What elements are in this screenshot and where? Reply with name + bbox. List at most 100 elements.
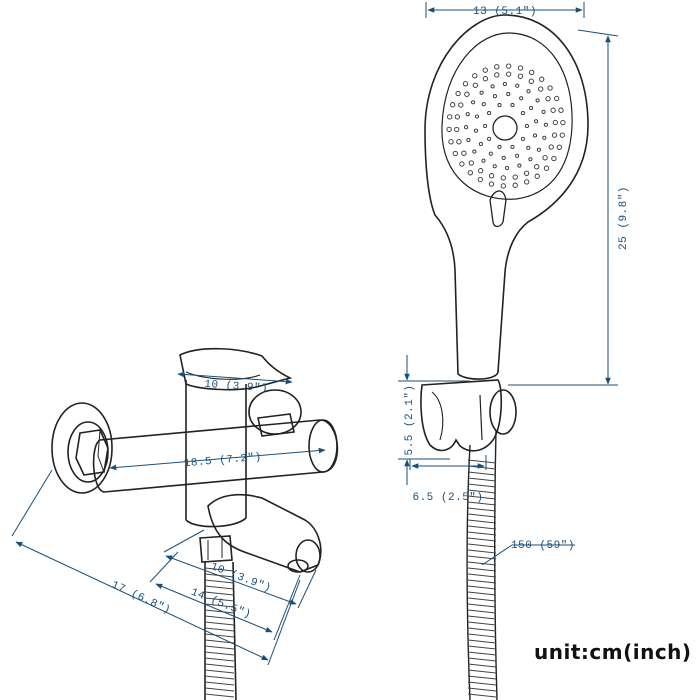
nozzle-dot (526, 89, 531, 94)
nozzle-dot (551, 155, 557, 162)
hose-length-label: 150 (59") (511, 540, 575, 552)
hose-rib (467, 501, 497, 506)
lever-length-label: 10 (3.9") (204, 379, 269, 395)
hose-rib (467, 615, 497, 620)
nozzle-dot (483, 123, 488, 129)
nozzle-dot (541, 109, 546, 114)
nozzle-dot (459, 161, 465, 167)
spout-length-label: 10 (3.9") (209, 561, 273, 595)
faucet-hose-rib (204, 585, 235, 590)
hose-rib (467, 681, 497, 686)
nozzle-dot (524, 179, 530, 185)
nozzle-dot (490, 84, 495, 89)
nozzle-dot (447, 114, 453, 120)
hose-rib (467, 525, 497, 530)
nozzle-dot (519, 96, 524, 101)
hose-rib (467, 687, 497, 692)
hose-rib (467, 477, 497, 482)
nozzle-dot (545, 96, 551, 102)
nozzle-dot (472, 82, 478, 88)
faucet-hose-rib (204, 657, 235, 662)
hose-rib (467, 483, 497, 488)
nozzle-dot (478, 168, 484, 174)
nozzle-dot (528, 157, 533, 162)
hose-rib (467, 597, 497, 602)
nozzle-dot (526, 145, 531, 150)
nozzle-dot (517, 65, 524, 71)
nozzle-dot (543, 122, 548, 127)
nozzle-dot (547, 85, 553, 91)
nozzle-dot (502, 81, 507, 87)
hose-rib (467, 459, 497, 464)
nozzle-dot (497, 103, 502, 108)
hose-rib (467, 693, 497, 698)
nozzle-dot (487, 111, 492, 116)
nozzle-dot (454, 126, 460, 133)
unit-label: unit:cm(inch) (534, 640, 692, 664)
hose-rib (467, 633, 497, 638)
nozzle-dot (529, 69, 535, 76)
holder-height-label: 5.5 (2.1") (404, 384, 416, 455)
nozzle-dot (548, 144, 554, 150)
nozzle-dot (506, 71, 512, 77)
hose-rib (467, 627, 497, 632)
nozzle-dot (466, 138, 471, 143)
nozzle-dot (534, 164, 540, 170)
nozzle-dot (512, 182, 518, 188)
nozzle-dot (481, 102, 486, 107)
nozzle-dot (510, 103, 515, 108)
head-width-label: 13 (5.1") (473, 6, 537, 18)
faucet-hose-rib (204, 627, 235, 632)
nozzle-dot (468, 160, 474, 166)
nozzle-dot (550, 107, 556, 113)
nozzle-dot (559, 132, 565, 138)
nozzle-dot (542, 135, 547, 140)
nozzle-dot (448, 139, 454, 145)
nozzle-dot (464, 91, 470, 97)
hose-rib (467, 495, 497, 500)
nozzle-dot (535, 98, 540, 103)
nozzle-dot (515, 153, 520, 158)
shower-head-drawing (424, 14, 589, 380)
nozzle-dot (528, 78, 534, 84)
nozzle-dot (539, 76, 545, 82)
nozzle-dot (512, 174, 518, 180)
nozzle-dot (488, 151, 493, 156)
nozzle-dot (465, 112, 470, 117)
nozzle-dot (523, 170, 530, 176)
body-width-label: 18.5 (7.2") (183, 452, 262, 471)
hose-rib (467, 579, 497, 584)
mixer-faucet-drawing (51, 347, 339, 700)
faucet-hose-rib (204, 687, 235, 692)
head-length-label: 25 (9.8") (618, 186, 630, 250)
holder-width-label: 6.5 (2.5") (412, 492, 483, 504)
nozzle-dot (556, 144, 562, 150)
faucet-hose-rib (204, 675, 235, 680)
hose-rib (467, 657, 497, 662)
nozzle-dot (510, 144, 515, 149)
hose-rib (467, 507, 497, 512)
nozzle-dot (501, 155, 506, 160)
wall-holder-drawing (420, 379, 517, 452)
nozzle-dot (467, 170, 473, 176)
faucet-hose-rib (204, 633, 235, 638)
hose-rib (467, 519, 497, 524)
nozzle-dot (520, 111, 525, 116)
hose-ribs (467, 459, 497, 698)
nozzle-dot (461, 150, 467, 156)
nozzle-dot (494, 72, 500, 78)
faucet-hose-rib (204, 621, 235, 626)
nozzle-dot (487, 136, 492, 141)
nozzle-dot (492, 94, 497, 99)
faucet-hose-rib (204, 681, 235, 686)
hose-rib (467, 531, 497, 536)
nozzle-dot (482, 76, 489, 82)
hose-rib (467, 621, 497, 626)
dimension-lines (11, 2, 619, 666)
nozzle-dot (534, 119, 539, 124)
nozzle-dot (497, 144, 502, 149)
nozzle-dot (471, 100, 476, 105)
nozzle-dot (474, 114, 480, 119)
nozzle-dot (481, 158, 486, 163)
